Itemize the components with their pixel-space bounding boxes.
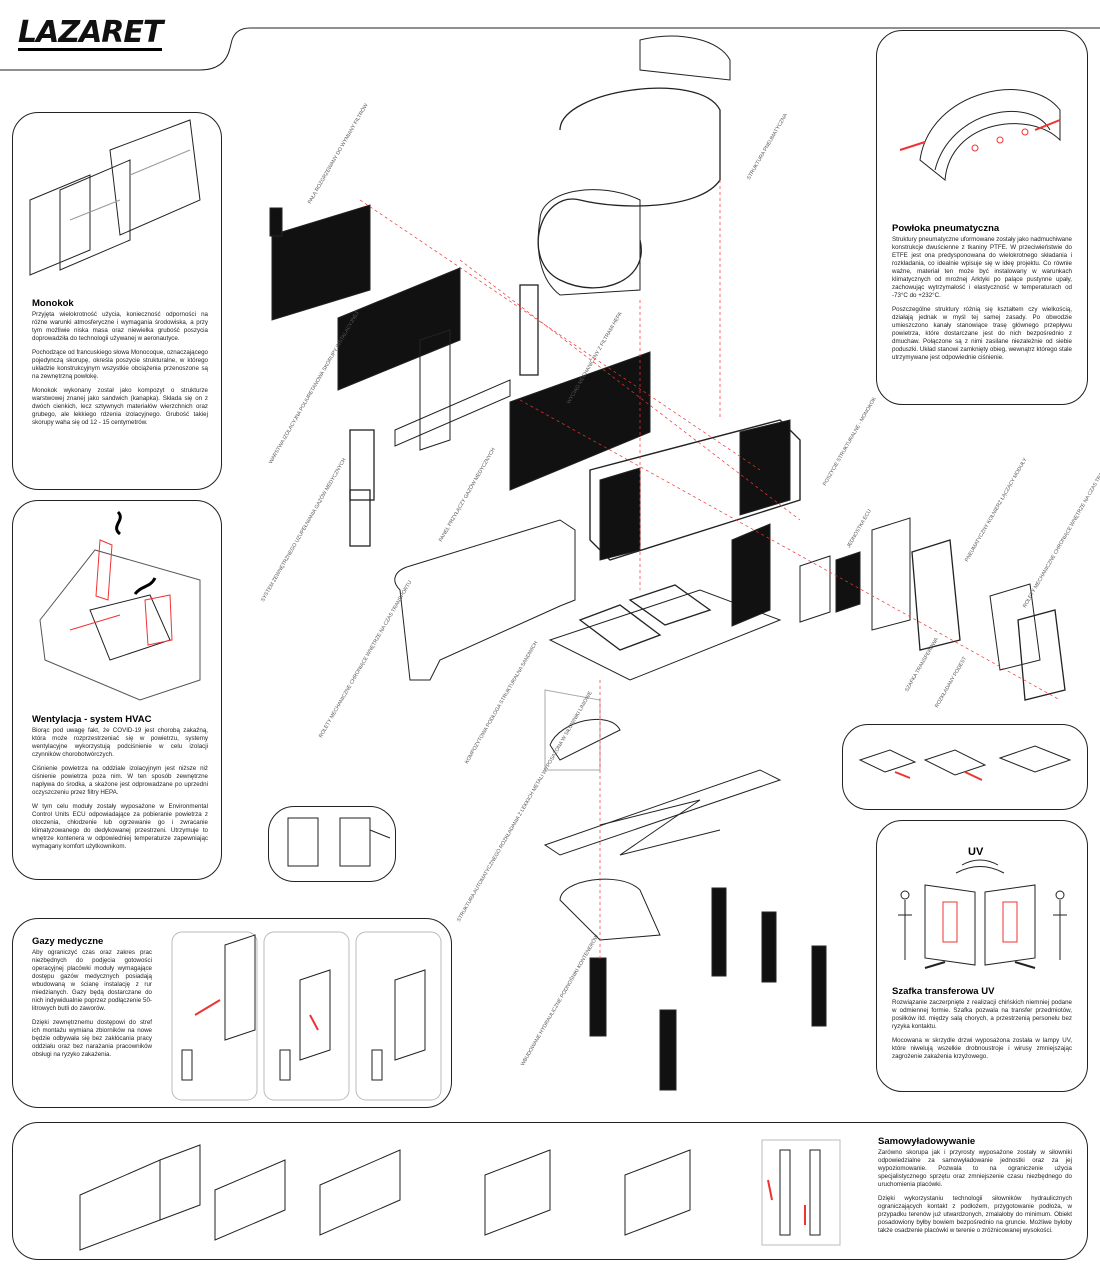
gazy-p1: Aby ograniczyć czas oraz zakres prac nie… — [32, 949, 152, 1012]
hvac-p1: Biorąc pod uwagę fakt, że COVID-19 jest … — [32, 727, 208, 758]
hvac-sketch — [39, 510, 201, 701]
panel-powloka — [876, 30, 1088, 405]
samo-text: Samowyładowywanie Zarówno skorupa jak i … — [878, 1136, 1072, 1241]
hvac-p3: W tym celu moduły zostały wyposażone w E… — [32, 803, 208, 850]
monokok-p2: Pochodzące od francuskiego słowa Monocoq… — [32, 349, 208, 380]
panel-gazy — [12, 918, 452, 1108]
powloka-title: Powłoka pneumatyczna — [892, 223, 1000, 234]
trolley-sketch — [287, 817, 391, 867]
uv-label: UV — [968, 846, 984, 858]
guide-lines — [359, 180, 1061, 960]
powloka-sketch — [899, 89, 1061, 181]
powloka-text: Powłoka pneumatyczna Struktury pneumatyc… — [892, 223, 1072, 368]
panel-szafka — [876, 820, 1088, 1092]
logo: LAZARET — [18, 15, 163, 51]
monokok-p1: Przyjęta wielokrotność użycia, konieczno… — [32, 311, 208, 342]
monokok-text: Monokok Przyjęta wielokrotność użycia, k… — [32, 298, 208, 433]
szafka-title: Szafka transferowa UV — [892, 986, 995, 997]
monokok-sketch — [29, 119, 201, 276]
samo-p2: Dzięki wykorzystaniu technologii siłowni… — [878, 1195, 1072, 1234]
gazy-p2: Dzięki zewnętrznemu dostępowi do stref i… — [32, 1019, 152, 1058]
monokok-title: Monokok — [32, 298, 74, 309]
gas-cylinder-sketches — [171, 931, 442, 1101]
panel-trolley — [268, 806, 396, 882]
hvac-text: Wentylacja - system HVAC Biorąc pod uwag… — [32, 714, 208, 857]
uv-cabinet-sketch — [898, 859, 1067, 969]
slide-platform-sketch — [858, 745, 1072, 781]
powloka-p2: Poszczególne struktury różnią się kształ… — [892, 306, 1072, 361]
hvac-title: Wentylacja - system HVAC — [32, 714, 152, 725]
samo-p1: Zarówno skorupa jak i przyrosty wyposażo… — [878, 1149, 1072, 1188]
gazy-title: Gazy medyczne — [32, 936, 104, 947]
panel-slide-platforms — [842, 724, 1088, 810]
gazy-text: Gazy medyczne Aby ograniczyć czas oraz z… — [32, 936, 152, 1065]
exploded-axonometric — [269, 35, 1066, 1091]
samo-title: Samowyładowywanie — [878, 1136, 976, 1147]
szafka-p2: Mocowana w skrzydle drzwi wyposażona zos… — [892, 1037, 1072, 1060]
szafka-p1: Rozwiązanie zaczerpnięte z realizacji ch… — [892, 999, 1072, 1030]
panel-monokok — [12, 112, 222, 490]
szafka-text: Szafka transferowa UV Rozwiązanie zaczer… — [892, 986, 1072, 1067]
hvac-p2: Ciśnienie powietrza na oddziale izolacyj… — [32, 765, 208, 796]
monokok-p3: Monokok wykonany został jako kompozyt o … — [32, 387, 208, 426]
powloka-p1: Struktury pneumatyczne uformowane został… — [892, 236, 1072, 299]
truck-sequence-sketch — [79, 1139, 841, 1251]
